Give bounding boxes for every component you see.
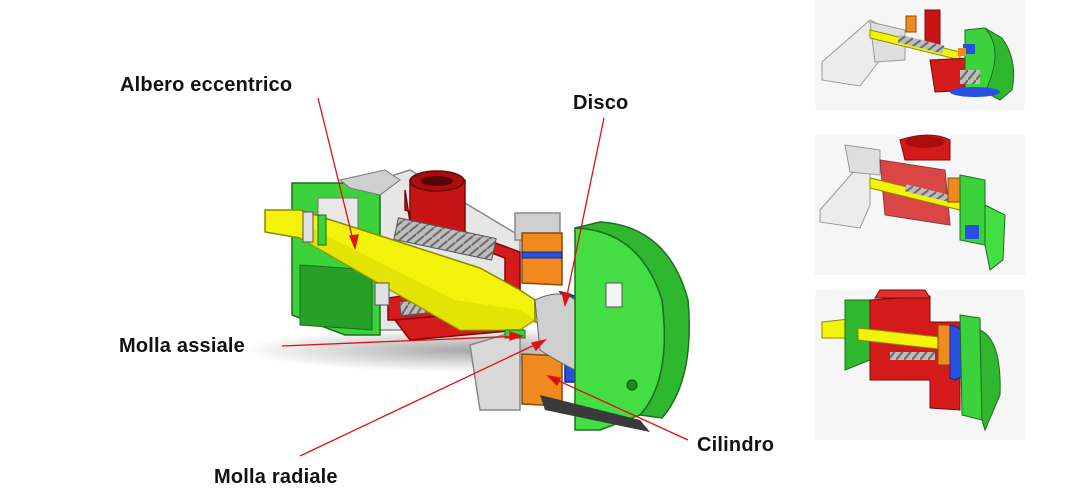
right-green-cover <box>540 221 690 432</box>
label-molla-radiale: Molla radiale <box>214 466 338 488</box>
leader-line-molla-radiale <box>299 339 546 457</box>
thumbnail-view-2 <box>815 134 1025 275</box>
label-disco: Disco <box>573 92 629 114</box>
label-cilindro: Cilindro <box>697 434 775 456</box>
label-albero-eccentrico: Albero eccentrico <box>120 74 293 96</box>
thumbnail-view-3 <box>815 289 1025 440</box>
leader-lines <box>281 97 689 457</box>
leader-line-albero <box>317 97 356 249</box>
leader-line-disco <box>564 117 605 306</box>
arrowhead-molla-radiale <box>531 338 547 352</box>
leader-line-molla-assiale <box>281 335 523 347</box>
orange-cylinder <box>521 232 563 407</box>
label-molla-assiale: Molla assiale <box>119 335 245 357</box>
thumbnail-view-1 <box>815 0 1025 110</box>
arrowhead-cilindro <box>546 375 561 387</box>
arrowhead-albero <box>349 234 359 251</box>
arrowhead-disco <box>561 291 571 308</box>
leader-line-cilindro <box>547 375 689 441</box>
main-pump-cutaway <box>240 169 700 432</box>
arrowhead-molla-assiale <box>509 331 525 341</box>
